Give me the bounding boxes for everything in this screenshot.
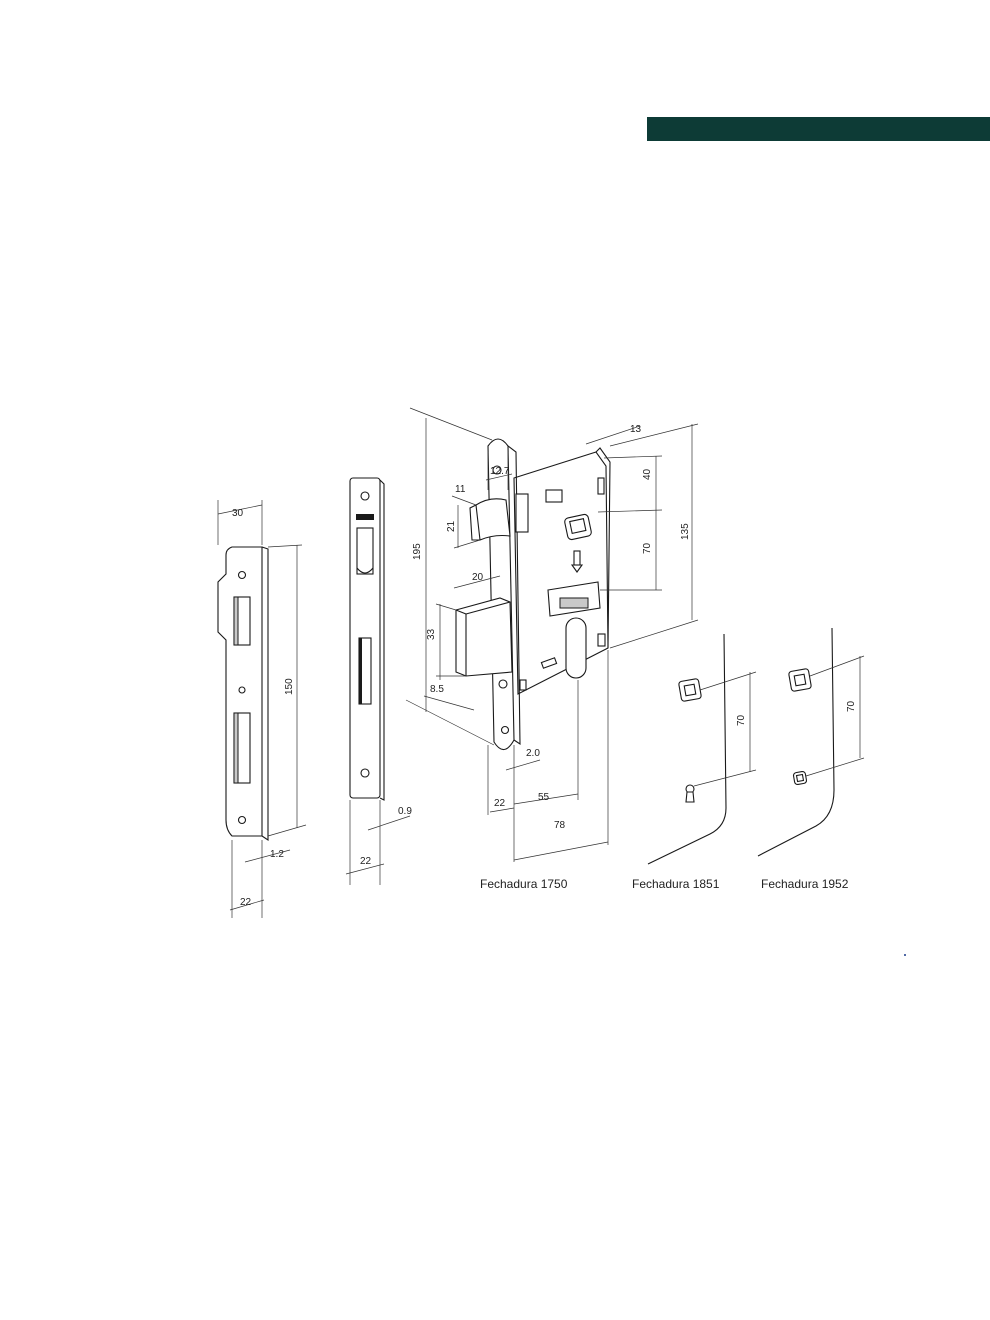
lock-1851 [647,633,757,865]
lock-1750-dimensions [405,407,699,862]
dim-handle-to-key: 70 [642,542,653,554]
dim-faceplate-height: 195 [412,543,423,560]
dim-plate-width: 22 [360,856,372,867]
dim-strike-width: 30 [232,508,244,519]
caption-lock-1952: Fechadura 1952 [761,877,849,891]
caption-lock-1750: Fechadura 1750 [480,877,568,891]
lock-1952 [757,627,865,857]
dim-top-to-handle: 40 [642,468,653,480]
dim-front-offset: 2.0 [526,748,540,759]
dim-bolt-height: 33 [426,628,437,640]
dim-strike-depth: 22 [240,897,252,908]
face-plate [349,477,385,801]
dim-latch-width: 11 [455,484,466,495]
dim-case-depth: 13 [630,424,642,435]
strike-plate [217,546,269,842]
dim-key-1952-distance: 70 [846,700,857,712]
dim-faceplate-width: 12.7 [490,466,510,477]
dim-front-width: 22 [494,798,506,809]
dim-total-depth: 78 [554,820,566,831]
strike-dimensions [217,500,307,918]
lock-body-1750 [455,438,611,751]
stray-dot [904,954,906,956]
dim-strike-height: 150 [284,678,295,695]
face-plate-dimensions [345,800,411,885]
dim-strike-thickness: 1.2 [270,849,284,860]
dim-plate-thickness: 0.9 [398,806,412,817]
dim-case-height: 135 [680,523,691,540]
caption-lock-1851: Fechadura 1851 [632,877,720,891]
dim-key-1851-distance: 70 [736,714,747,726]
dim-bolt-offset: 8.5 [430,684,444,695]
header-bar [647,117,990,141]
dim-bolt-width: 20 [472,572,484,583]
dim-latch-height: 21 [446,520,457,532]
dim-backset: 55 [538,792,550,803]
